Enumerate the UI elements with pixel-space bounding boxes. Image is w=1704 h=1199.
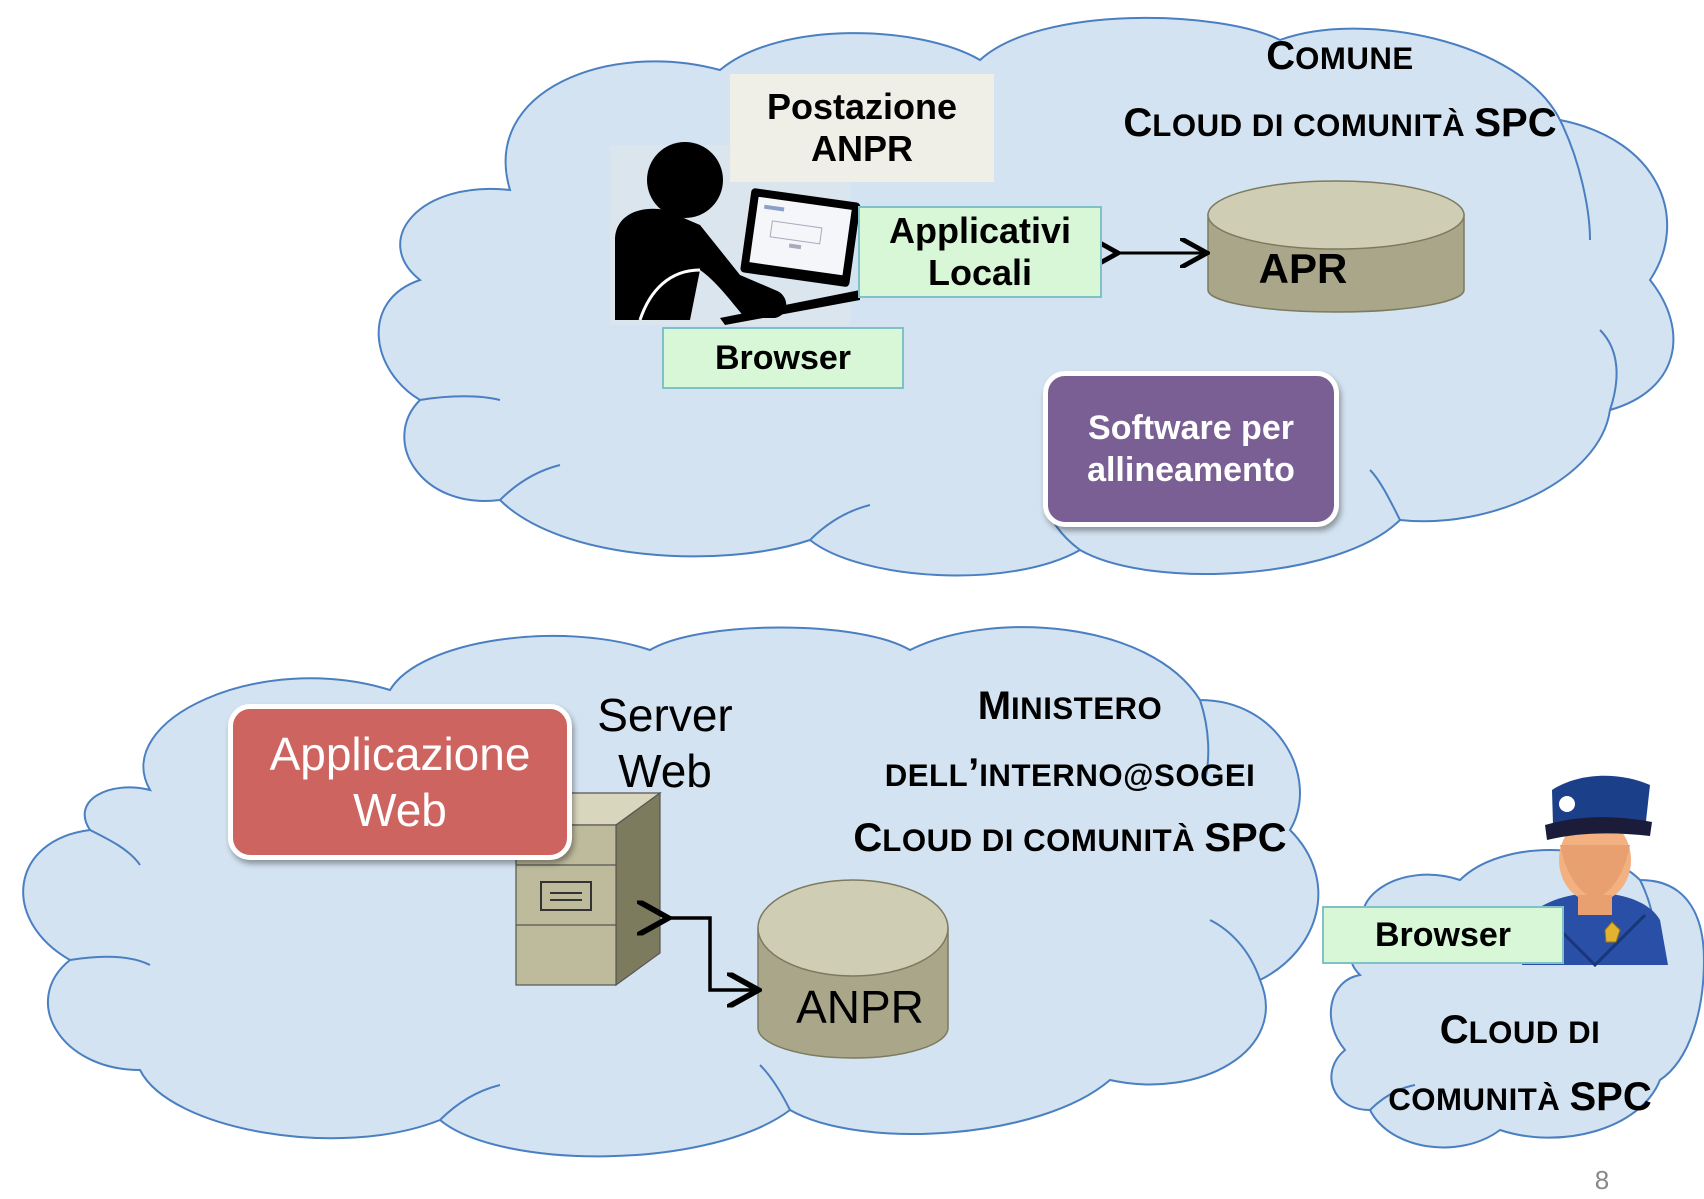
title-letter: M bbox=[977, 684, 1012, 728]
title-letter: C bbox=[1439, 1008, 1469, 1052]
anpr-label: ANPR bbox=[796, 981, 924, 1033]
anpr-database-shape bbox=[757, 879, 949, 1059]
server-anpr-connector bbox=[665, 918, 755, 990]
postazione-anpr-label: Postazione ANPR bbox=[730, 74, 994, 182]
apr-label: APR bbox=[1258, 245, 1348, 292]
title-letter: C bbox=[1266, 34, 1296, 78]
cloud-comune-title: COMUNE CLOUD DI COMUNITÀ SPC bbox=[1090, 30, 1590, 152]
title-text: DELL bbox=[884, 758, 969, 793]
title-letter: C bbox=[853, 816, 883, 860]
cloud-small-title-line2: COMUNITÀ SPC bbox=[1340, 1071, 1700, 1126]
page-number: 8 bbox=[1594, 1165, 1610, 1195]
title-text: LOUD DI COMUNITÀ bbox=[882, 823, 1205, 858]
server-web-label: Server Web bbox=[597, 689, 733, 797]
cloud-ministero-title-line2: DELL’INTERNO@SOGEI bbox=[800, 747, 1340, 802]
title-text-end: SPC bbox=[1474, 101, 1557, 145]
cloud-small-title: CLOUD DI COMUNITÀ SPC bbox=[1340, 1004, 1700, 1126]
applicazione-web-box: Applicazione Web bbox=[228, 704, 572, 860]
police-officer-icon bbox=[1522, 775, 1668, 968]
browser-box-comune: Browser bbox=[662, 327, 904, 389]
title-text-end: SPC bbox=[1204, 816, 1287, 860]
title-text: OGEI bbox=[1175, 758, 1256, 793]
cloud-ministero-title-line1: MINISTERO bbox=[800, 680, 1340, 735]
title-text: OMUNE bbox=[1295, 41, 1414, 76]
title-text-end: SPC bbox=[1569, 1075, 1652, 1119]
cloud-ministero-title-line3: CLOUD DI COMUNITÀ SPC bbox=[800, 812, 1340, 867]
apr-database-shape bbox=[1207, 180, 1465, 313]
title-text: COMUNITÀ bbox=[1388, 1082, 1570, 1117]
cloud-ministero-title: MINISTERO DELL’INTERNO@SOGEI CLOUD DI CO… bbox=[800, 680, 1340, 867]
applicativi-locali-box: Applicativi Locali bbox=[858, 206, 1102, 298]
cloud-comune-title-line2: CLOUD DI COMUNITÀ SPC bbox=[1090, 97, 1590, 152]
title-text: LOUD DI bbox=[1468, 1015, 1601, 1050]
title-apostrophe: ’ bbox=[968, 751, 980, 795]
browser-box-small: Browser bbox=[1322, 906, 1564, 964]
title-letter: C bbox=[1123, 101, 1153, 145]
software-allineamento-box: Software per allineamento bbox=[1043, 371, 1339, 527]
cloud-comune-title-line1: COMUNE bbox=[1090, 30, 1590, 85]
cloud-small-title-line1: CLOUD DI bbox=[1340, 1004, 1700, 1059]
title-text: INTERNO@S bbox=[979, 758, 1176, 793]
title-text: LOUD DI COMUNITÀ bbox=[1152, 108, 1475, 143]
title-text: INISTERO bbox=[1011, 691, 1163, 726]
